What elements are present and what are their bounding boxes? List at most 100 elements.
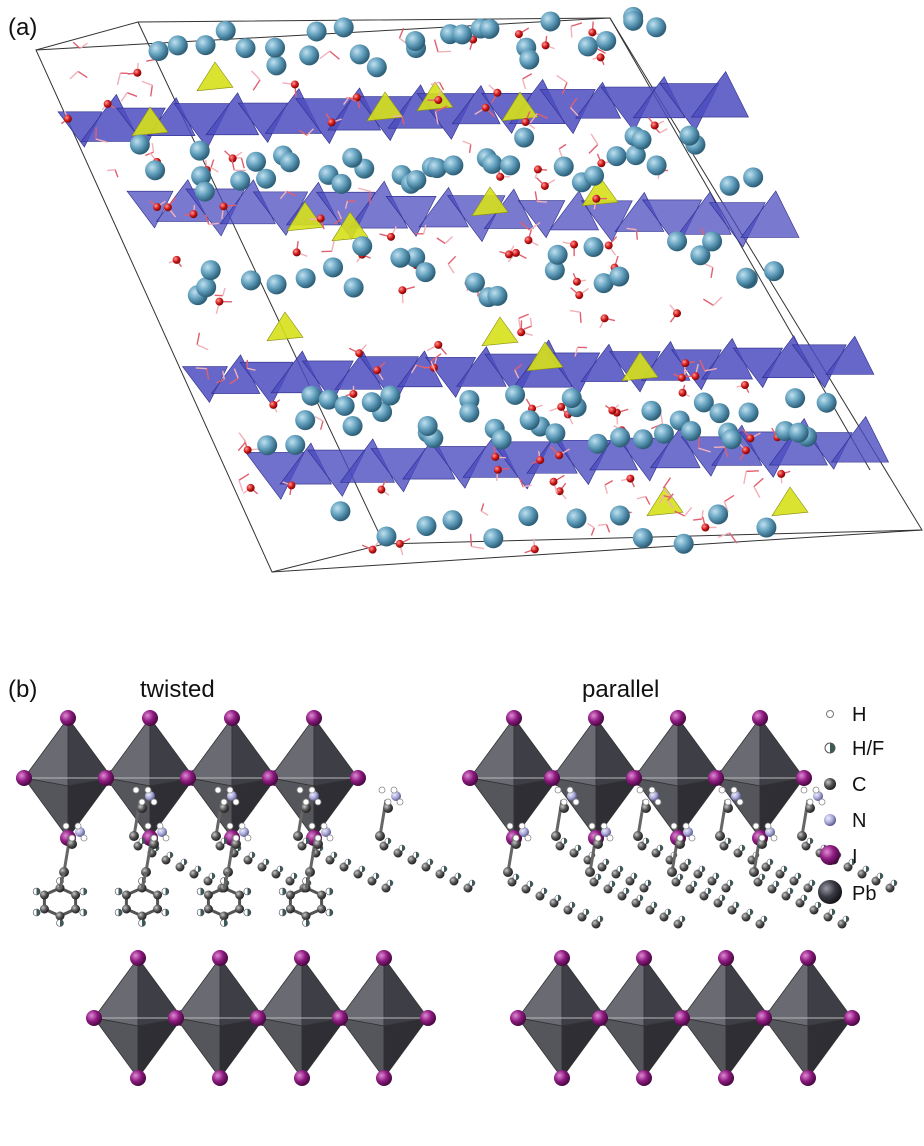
hydrogen-atom: [764, 822, 772, 830]
panel-b-structures: H H/F C N I Pb: [16, 704, 898, 1086]
cation-sphere: [553, 156, 574, 177]
carbon-atom: [755, 919, 765, 929]
carbon-atom: [633, 831, 643, 841]
tetrahedron-yellow: [581, 176, 619, 207]
iodine-atom: [674, 1010, 690, 1026]
water-bond: [588, 144, 599, 154]
hf-atom: [568, 901, 576, 909]
hydrogen-atom: [518, 822, 526, 830]
hf-atom: [32, 908, 41, 917]
cation-sphere: [257, 435, 278, 456]
nitrogen-atom: [649, 791, 659, 801]
water-bond: [587, 522, 595, 529]
carbon-atom: [215, 841, 225, 851]
water-bond: [216, 378, 225, 384]
hf-atom: [208, 872, 216, 880]
cation-sphere: [323, 257, 344, 278]
cation-sphere: [646, 17, 667, 38]
hf-atom: [138, 919, 146, 927]
water-bond: [570, 26, 573, 38]
carbon-atom: [713, 898, 723, 908]
hf-atom: [746, 908, 754, 916]
water-bond: [536, 113, 549, 119]
iodine-atom: [506, 710, 522, 726]
hf-atom: [656, 844, 664, 852]
twisted-title: twisted: [140, 676, 215, 703]
water-bond: [401, 115, 405, 125]
oxygen-atom: [541, 41, 550, 50]
oxygen-atom: [133, 68, 142, 77]
water-bond: [337, 210, 343, 220]
water-bond: [77, 70, 88, 79]
hf-atom: [278, 887, 287, 896]
hf-atom: [114, 908, 123, 917]
hydrogen-atom: [670, 822, 678, 830]
iodine-atom: [250, 1010, 266, 1026]
carbon-atom: [639, 883, 649, 893]
hydrogen-atom: [648, 786, 656, 794]
water-bond: [79, 42, 88, 49]
hydrogen-atom: [560, 798, 568, 806]
carbon-atom: [285, 876, 295, 886]
carbon-atom: [301, 803, 311, 813]
carbon-atom: [611, 869, 621, 879]
cation-sphere: [519, 410, 540, 431]
tetrahedron-yellow: [366, 91, 404, 122]
cation-sphere: [641, 400, 662, 421]
cation-sphere: [690, 245, 711, 266]
hf-atom: [630, 872, 638, 880]
oxygen-atom: [555, 451, 564, 460]
carbon-atom: [379, 841, 389, 851]
nitrogen-atom: [227, 791, 237, 801]
cation-sphere: [301, 385, 322, 406]
water-bond: [590, 527, 595, 536]
iodine-atom: [670, 710, 686, 726]
hf-atom: [794, 872, 802, 880]
hf-atom: [828, 908, 836, 916]
octahedron-face: [339, 1017, 385, 1080]
carbon-atom: [805, 803, 815, 813]
carbon-atom: [71, 890, 81, 900]
cation-sphere: [342, 416, 363, 437]
water-bond: [704, 367, 717, 372]
water-bond: [753, 477, 764, 488]
hf-atom: [330, 851, 338, 859]
c-c-bond: [58, 871, 66, 889]
carbon-atom: [801, 841, 811, 851]
oxygen-atom: [504, 250, 513, 259]
cation-sphere: [405, 31, 426, 52]
legend-label-i: I: [852, 846, 858, 868]
water-bond: [69, 70, 79, 80]
octahedron-face: [807, 1017, 853, 1080]
carbon-atom: [673, 919, 683, 929]
oxygen-atom: [398, 286, 407, 295]
hydrogen-atom: [220, 798, 228, 806]
water-bond: [447, 263, 455, 274]
water-bond: [480, 510, 489, 516]
carbon-atom: [511, 839, 521, 849]
cation-sphere: [816, 392, 837, 413]
water-bond: [114, 169, 119, 178]
carbon-atom: [449, 876, 459, 886]
oxygen-atom: [246, 483, 255, 492]
oxygen-atom: [673, 309, 682, 318]
carbon-atom: [137, 803, 147, 813]
cation-sphere: [352, 236, 373, 257]
iodine-atom: [212, 950, 228, 966]
nitrogen-atom: [321, 827, 331, 837]
water-bond: [697, 435, 700, 449]
cation-sphere: [631, 129, 652, 150]
cation-sphere: [295, 410, 316, 431]
hf-atom: [712, 872, 720, 880]
carbon-atom: [721, 883, 731, 893]
tetrahedron: [740, 190, 800, 238]
carbon-atom: [203, 876, 213, 886]
cation-sphere: [361, 392, 382, 413]
water-bond: [529, 317, 533, 327]
cation-sphere: [415, 262, 436, 283]
water-bond: [569, 97, 578, 108]
cation-sphere: [518, 506, 539, 527]
c-c-bond: [222, 871, 230, 889]
iodine-atom: [544, 770, 560, 786]
cation-sphere: [623, 10, 644, 31]
